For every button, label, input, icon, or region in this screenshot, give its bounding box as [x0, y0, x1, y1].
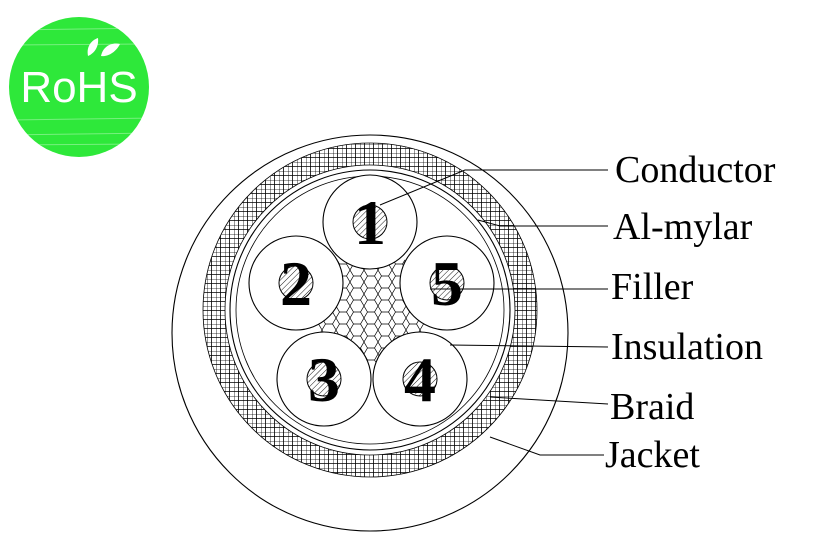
- label-filler: Filler: [611, 266, 694, 308]
- core-1: 1: [322, 174, 418, 270]
- core-number: 5: [431, 248, 463, 319]
- core-number: 3: [308, 344, 340, 415]
- core-conductor-circle: [352, 204, 388, 240]
- leaf-icon: [87, 38, 120, 57]
- label-al-mylar: Al-mylar: [613, 206, 753, 248]
- core-3: 3: [276, 331, 372, 427]
- al-mylar-circle: [229, 169, 511, 451]
- leader-lines: [379, 169, 609, 456]
- core-conductor-circle: [306, 361, 342, 397]
- core-number: 2: [280, 248, 312, 319]
- core-number: 4: [404, 344, 436, 415]
- label-insulation: Insulation: [611, 326, 763, 368]
- core-2: 2: [248, 235, 344, 331]
- core-conductor-circle: [278, 265, 314, 301]
- rohs-logo-text: RoHS: [20, 63, 137, 112]
- core-4: 4: [372, 331, 468, 427]
- jacket-circle: [171, 134, 569, 532]
- core-conductor-circle: [429, 265, 465, 301]
- label-jacket: Jacket: [605, 434, 700, 476]
- label-conductor: Conductor: [615, 149, 776, 191]
- label-braid: Braid: [610, 386, 694, 428]
- core-5: 5: [399, 235, 495, 331]
- core-conductor-circle: [402, 361, 438, 397]
- core-number: 1: [354, 187, 386, 258]
- braid-ring-fill: [202, 142, 538, 478]
- rohs-logo: RoHS: [9, 17, 149, 157]
